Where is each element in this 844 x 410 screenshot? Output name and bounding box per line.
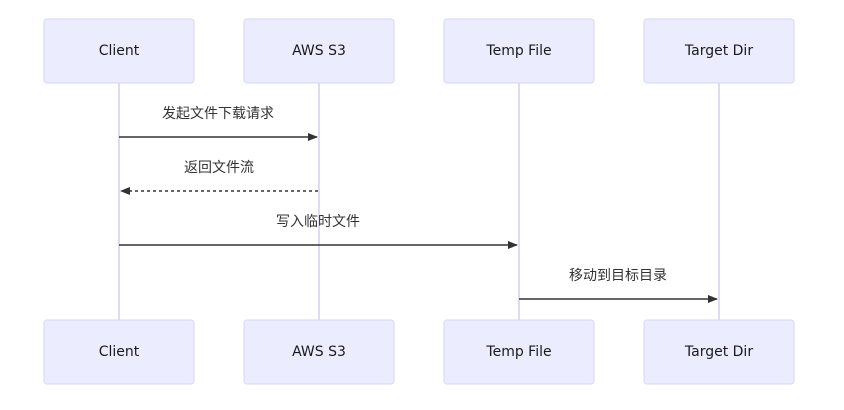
actor-label: Temp File: [485, 344, 551, 360]
actor-label: AWS S3: [292, 43, 346, 59]
actor-top-aws-s3: AWS S3: [243, 18, 395, 84]
actor-bottom-target-dir: Target Dir: [643, 319, 795, 385]
actor-label: AWS S3: [292, 344, 346, 360]
actor-label: Client: [99, 344, 140, 360]
message-label: 移动到目标目录: [569, 268, 667, 284]
actor-label: Target Dir: [684, 43, 753, 59]
actor-bottom-temp-file: Temp File: [443, 319, 595, 385]
actor-label: Client: [99, 43, 140, 59]
message-label: 发起文件下载请求: [162, 106, 274, 122]
message-label: 写入临时文件: [276, 214, 360, 230]
message-label: 返回文件流: [184, 160, 254, 176]
actor-bottom-aws-s3: AWS S3: [243, 319, 395, 385]
actor-label: Target Dir: [684, 344, 753, 360]
message-request-download: 发起文件下载请求: [119, 106, 318, 141]
message-return-stream: 返回文件流: [120, 160, 318, 195]
actor-top-client: Client: [43, 18, 195, 84]
message-move-target: 移动到目标目录: [519, 268, 718, 303]
actor-top-temp-file: Temp File: [443, 18, 595, 84]
actor-label: Temp File: [485, 43, 551, 59]
message-write-temp: 写入临时文件: [119, 214, 518, 249]
actor-top-target-dir: Target Dir: [643, 18, 795, 84]
actor-bottom-client: Client: [43, 319, 195, 385]
